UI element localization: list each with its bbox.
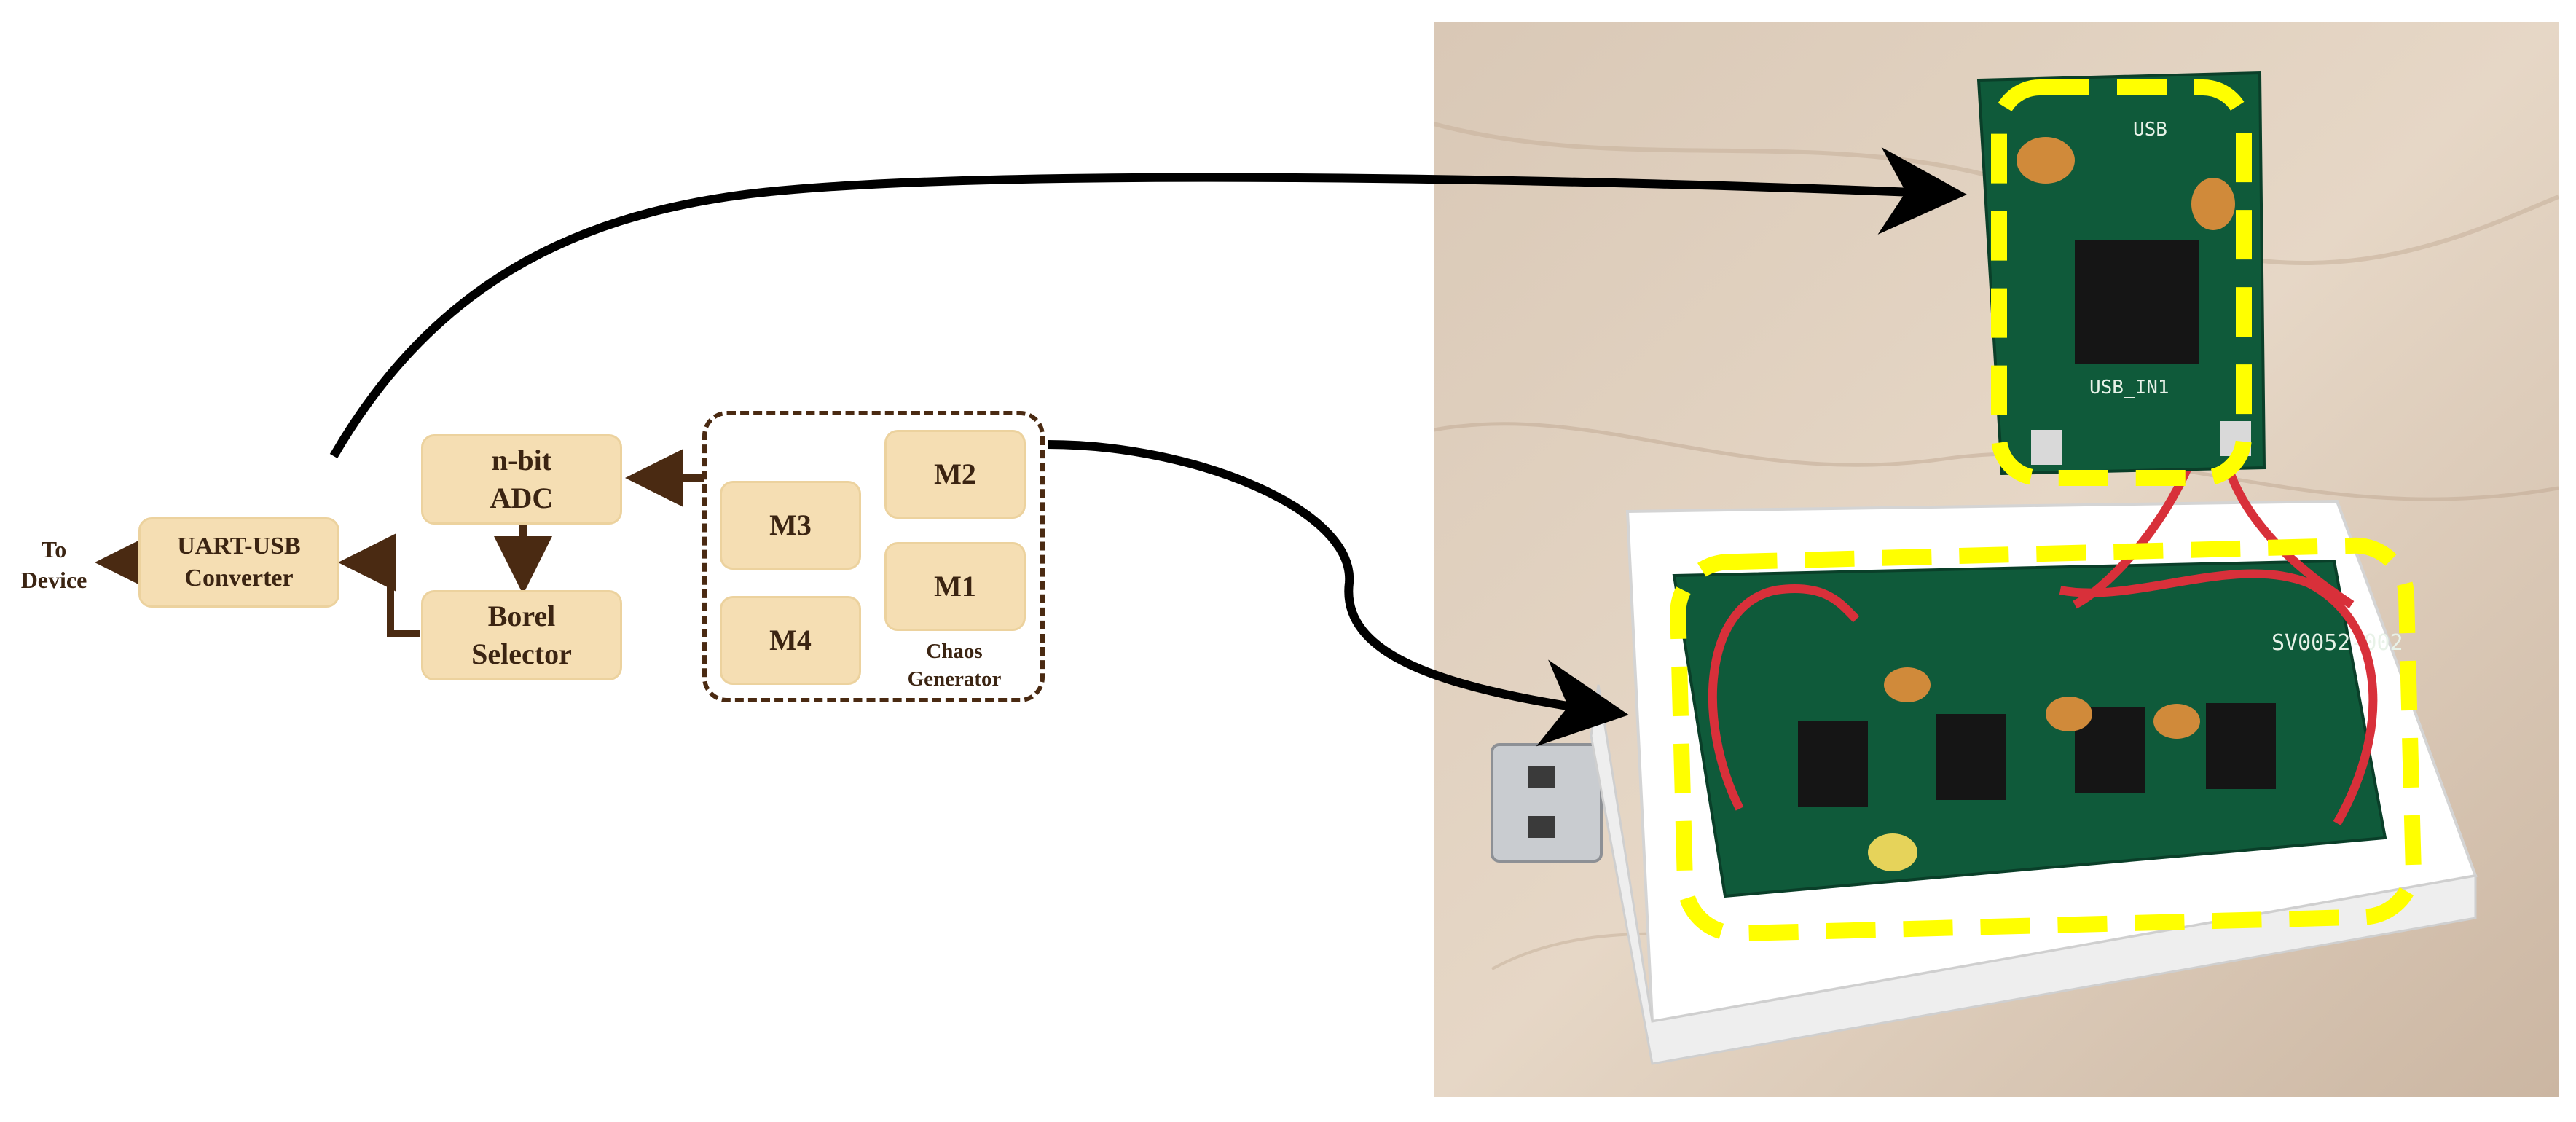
chaos-to-photo-arrow [1047,440,1629,747]
to-device-label: To Device [20,536,87,593]
borel-selector-block: Borel Selector [421,590,622,680]
adc-block: n-bit ADC [421,434,622,525]
m2-block: M2 [884,430,1026,519]
chaos-pcb: SV0052-002 [1672,559,2403,898]
usb-plug [1491,743,1603,863]
pcb-silkscreen-label: USB [2133,119,2167,141]
uart-pcb: USB USB_IN1 [1976,71,2266,476]
chaos-highlight-box [1670,537,2422,942]
m1-block: M1 [884,542,1026,631]
uart-to-photo-arrow [329,147,1967,459]
chaos-generator-label: Chaos Generator [907,640,1002,691]
pcb-silkscreen-label: SV0052-002 [2271,630,2403,656]
uart-usb-block: UART-USB Converter [138,517,339,608]
m4-block: M4 [720,596,861,685]
ic-chips [1798,703,2276,807]
chaos-generator-group [702,411,1045,702]
m3-block: M3 [720,481,861,570]
red-wire [2059,569,2378,825]
red-wire [1708,584,1860,811]
hardware-photo: SV0052-002 USB USB_IN1 [1434,22,2559,1097]
uart-highlight-box [1991,79,2252,486]
borel-to-uart-arrow [338,533,420,638]
pcb-silkscreen-label: USB_IN1 [2089,377,2169,399]
